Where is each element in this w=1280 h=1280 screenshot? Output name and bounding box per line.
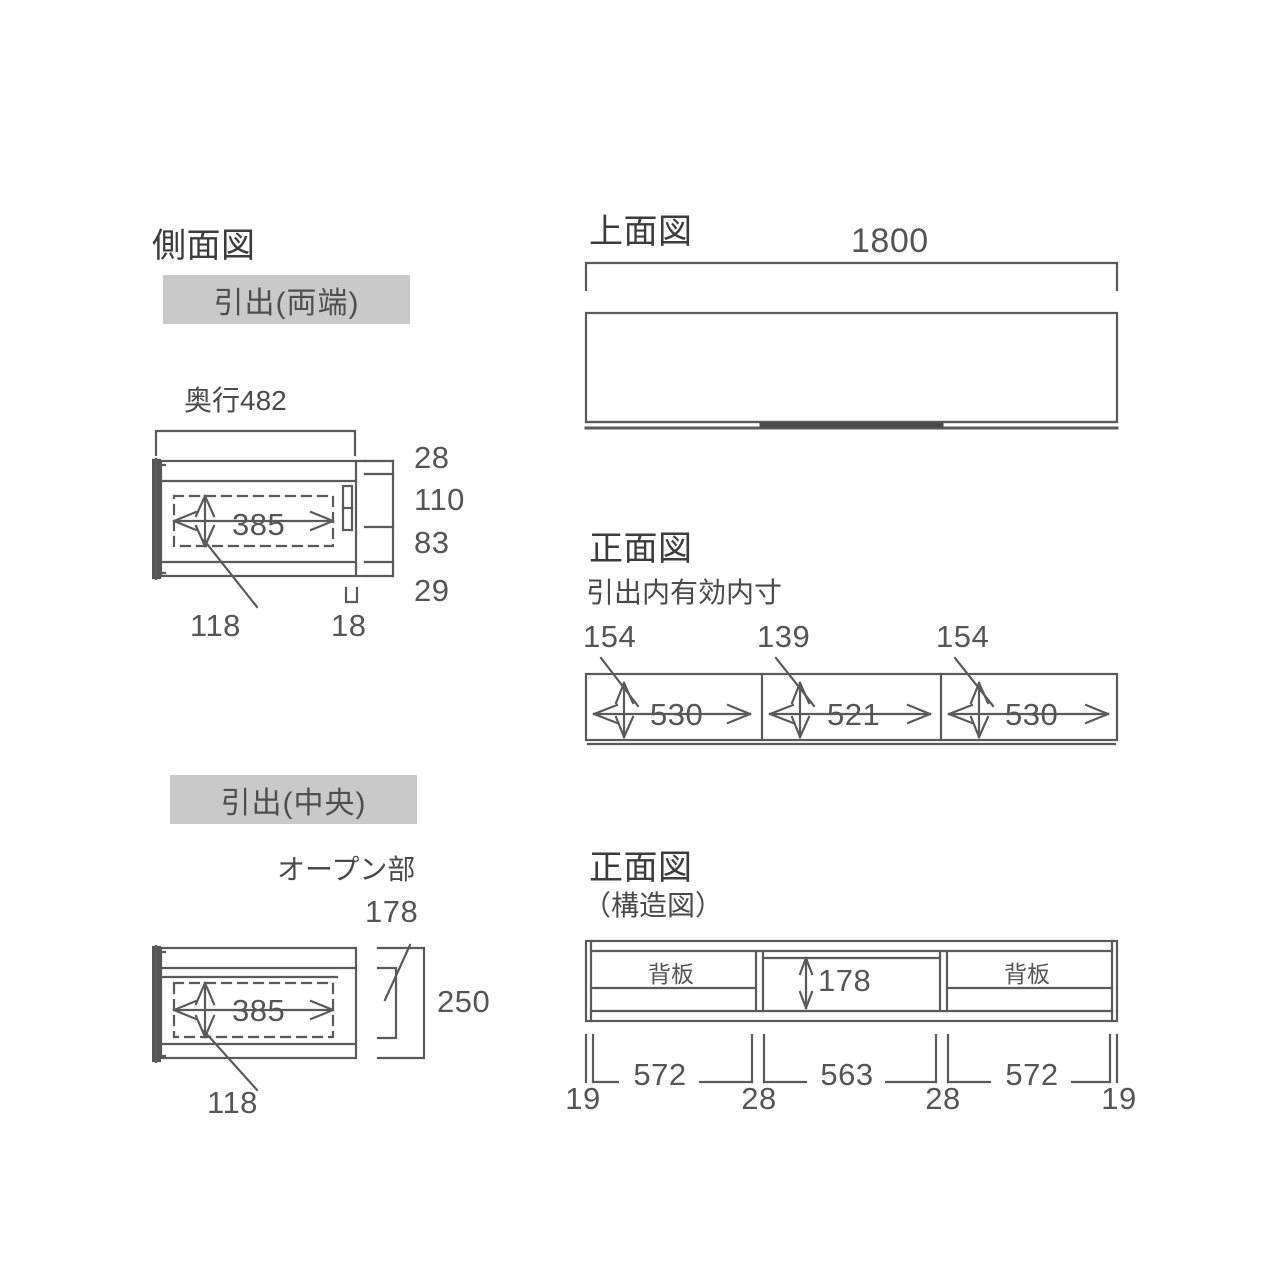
- front-view-height-3: 154: [936, 619, 990, 654]
- side-top-bracket-18: [344, 586, 359, 604]
- side-bottom-leader-118: [202, 1029, 259, 1092]
- side-bottom-inner-height: 118: [207, 1085, 258, 1120]
- front-view-arrows-3: [947, 681, 1110, 739]
- top-view-width-bracket: [584, 261, 1119, 292]
- front-view-width-1: 530: [650, 697, 704, 732]
- side-view-band-both-ends: 引出(両端): [163, 275, 410, 324]
- top-view-bottom-edge: [584, 422, 1119, 430]
- structure-view-dim-chain: [584, 1033, 1119, 1084]
- structure-back-panel-right: 背板: [1004, 961, 1050, 987]
- side-top-stack-29: 29: [414, 573, 450, 608]
- structure-dim-28-right: 28: [925, 1081, 961, 1116]
- side-bottom-inner-width: 385: [232, 993, 286, 1028]
- side-top-arrow-cluster: [172, 494, 335, 548]
- front-view-subtitle: 引出内有効内寸: [586, 577, 783, 608]
- front-view-title: 正面図: [589, 530, 693, 568]
- structure-dim-19-left: 19: [565, 1081, 601, 1116]
- structure-dim-572-right: 572: [1005, 1057, 1059, 1092]
- side-top-stack-83: 83: [414, 525, 450, 560]
- side-bottom-bracket-250: [376, 946, 426, 1060]
- structure-open-height: 178: [818, 963, 872, 998]
- side-bottom-open-height: 178: [365, 894, 419, 929]
- structure-view-title: 正面図: [589, 849, 693, 887]
- side-view-title: 側面図: [152, 227, 256, 265]
- front-view-width-3: 530: [1005, 697, 1059, 732]
- side-view-band-center: 引出(中央): [170, 775, 417, 824]
- side-top-drawer-body: [152, 457, 358, 581]
- side-top-inner-width: 385: [232, 507, 286, 542]
- side-top-inner-height: 118: [190, 608, 241, 643]
- front-view-arrows-1: [592, 681, 752, 739]
- front-view-height-1: 154: [583, 619, 637, 654]
- side-bottom-drawer-body: [152, 944, 358, 1064]
- top-view-body: [584, 311, 1119, 424]
- structure-dim-563: 563: [820, 1057, 874, 1092]
- front-view-body: [584, 672, 1119, 746]
- side-view-depth-label: 奥行482: [184, 385, 287, 416]
- side-top-stack-28: 28: [414, 440, 450, 475]
- front-view-leader-2: [774, 656, 816, 708]
- front-view-leader-3: [953, 656, 995, 708]
- top-view-title: 上面図: [589, 213, 693, 251]
- front-view-width-2: 521: [827, 697, 881, 732]
- front-view-arrows-2: [768, 681, 932, 739]
- front-view-leader-1: [599, 656, 640, 708]
- side-top-leader-118: [202, 538, 259, 609]
- side-bottom-arrow-cluster: [172, 981, 335, 1039]
- side-top-depth-bracket: [154, 429, 357, 457]
- front-view-height-2: 139: [757, 619, 811, 654]
- top-view-width-dim: 1800: [851, 222, 929, 260]
- side-bottom-open-label: オープン部: [277, 854, 416, 885]
- side-bottom-leader-178: [383, 943, 412, 1002]
- side-bottom-total-height: 250: [437, 984, 491, 1019]
- structure-view-body: [584, 939, 1119, 1023]
- side-bottom-bracket-178: [376, 966, 398, 1040]
- structure-dim-19-right: 19: [1101, 1081, 1137, 1116]
- structure-view-subtitle: （構造図）: [583, 890, 724, 921]
- side-top-bottom-thickness: 18: [331, 608, 367, 643]
- structure-back-panel-left: 背板: [648, 961, 694, 987]
- structure-dim-28-left: 28: [741, 1081, 777, 1116]
- side-top-stack-110: 110: [414, 482, 465, 517]
- structure-dim-572-left: 572: [633, 1057, 687, 1092]
- side-top-dim-ladder: [354, 459, 395, 578]
- structure-view-arrow-178: [798, 956, 814, 1010]
